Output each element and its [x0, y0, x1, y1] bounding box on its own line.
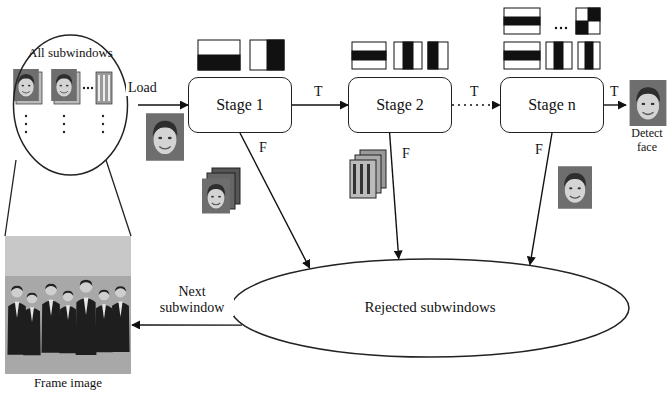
ellipse-shape: [14, 35, 128, 175]
node-text: Frame image: [34, 376, 102, 391]
zoom-line: [106, 160, 131, 236]
haar-features: [352, 42, 448, 69]
edge-label: T: [312, 84, 325, 100]
haar-features: [198, 40, 284, 70]
subwindow-circle: All subwindows: [3, 34, 138, 176]
subwindow-thumbnails: [13, 69, 112, 133]
haar-features: [504, 8, 600, 69]
edge-label: T: [608, 84, 621, 100]
connector-arrow: [138, 104, 188, 105]
rejected-stack: [350, 150, 386, 198]
edge-label: F: [257, 140, 269, 156]
connector-arrow: [452, 104, 500, 105]
node-text: Detect face: [626, 127, 668, 155]
frame-photo: [5, 236, 131, 374]
connector-arrow: [530, 133, 552, 265]
edge-label: F: [533, 142, 545, 158]
connector-arrow: [240, 133, 310, 268]
node-text: Rejected subwindows: [364, 299, 495, 316]
edge-label: F: [400, 146, 412, 162]
frame-image-node: Frame image: [4, 236, 132, 394]
connector-arrow: [604, 104, 626, 105]
edge-label: Load: [126, 80, 159, 96]
node-text: Stage 1: [216, 96, 264, 114]
connector-arrow: [390, 133, 399, 259]
connector-arrow: [132, 324, 242, 326]
stage-box: Stage 2: [348, 77, 452, 133]
stage-box: Stage 1: [188, 77, 292, 133]
node-text: Stage n: [528, 96, 576, 114]
connector-arrow: [292, 104, 348, 105]
stage-box: Stage n: [500, 77, 604, 133]
ellipse-shape: [231, 259, 629, 357]
edge-label: T: [468, 84, 481, 100]
detected-face: [630, 80, 667, 126]
rejected-ellipse: Rejected subwindows: [230, 258, 630, 358]
node-text: Stage 2: [376, 96, 424, 114]
loaded-face: [146, 113, 184, 161]
rejected-face: [558, 166, 592, 209]
zoom-line: [5, 160, 16, 236]
node-text: All subwindows: [28, 46, 113, 61]
rejected-stack: [202, 168, 240, 214]
detected-face-node: Detect face: [626, 80, 668, 158]
edge-label: Next subwindow: [150, 284, 234, 316]
